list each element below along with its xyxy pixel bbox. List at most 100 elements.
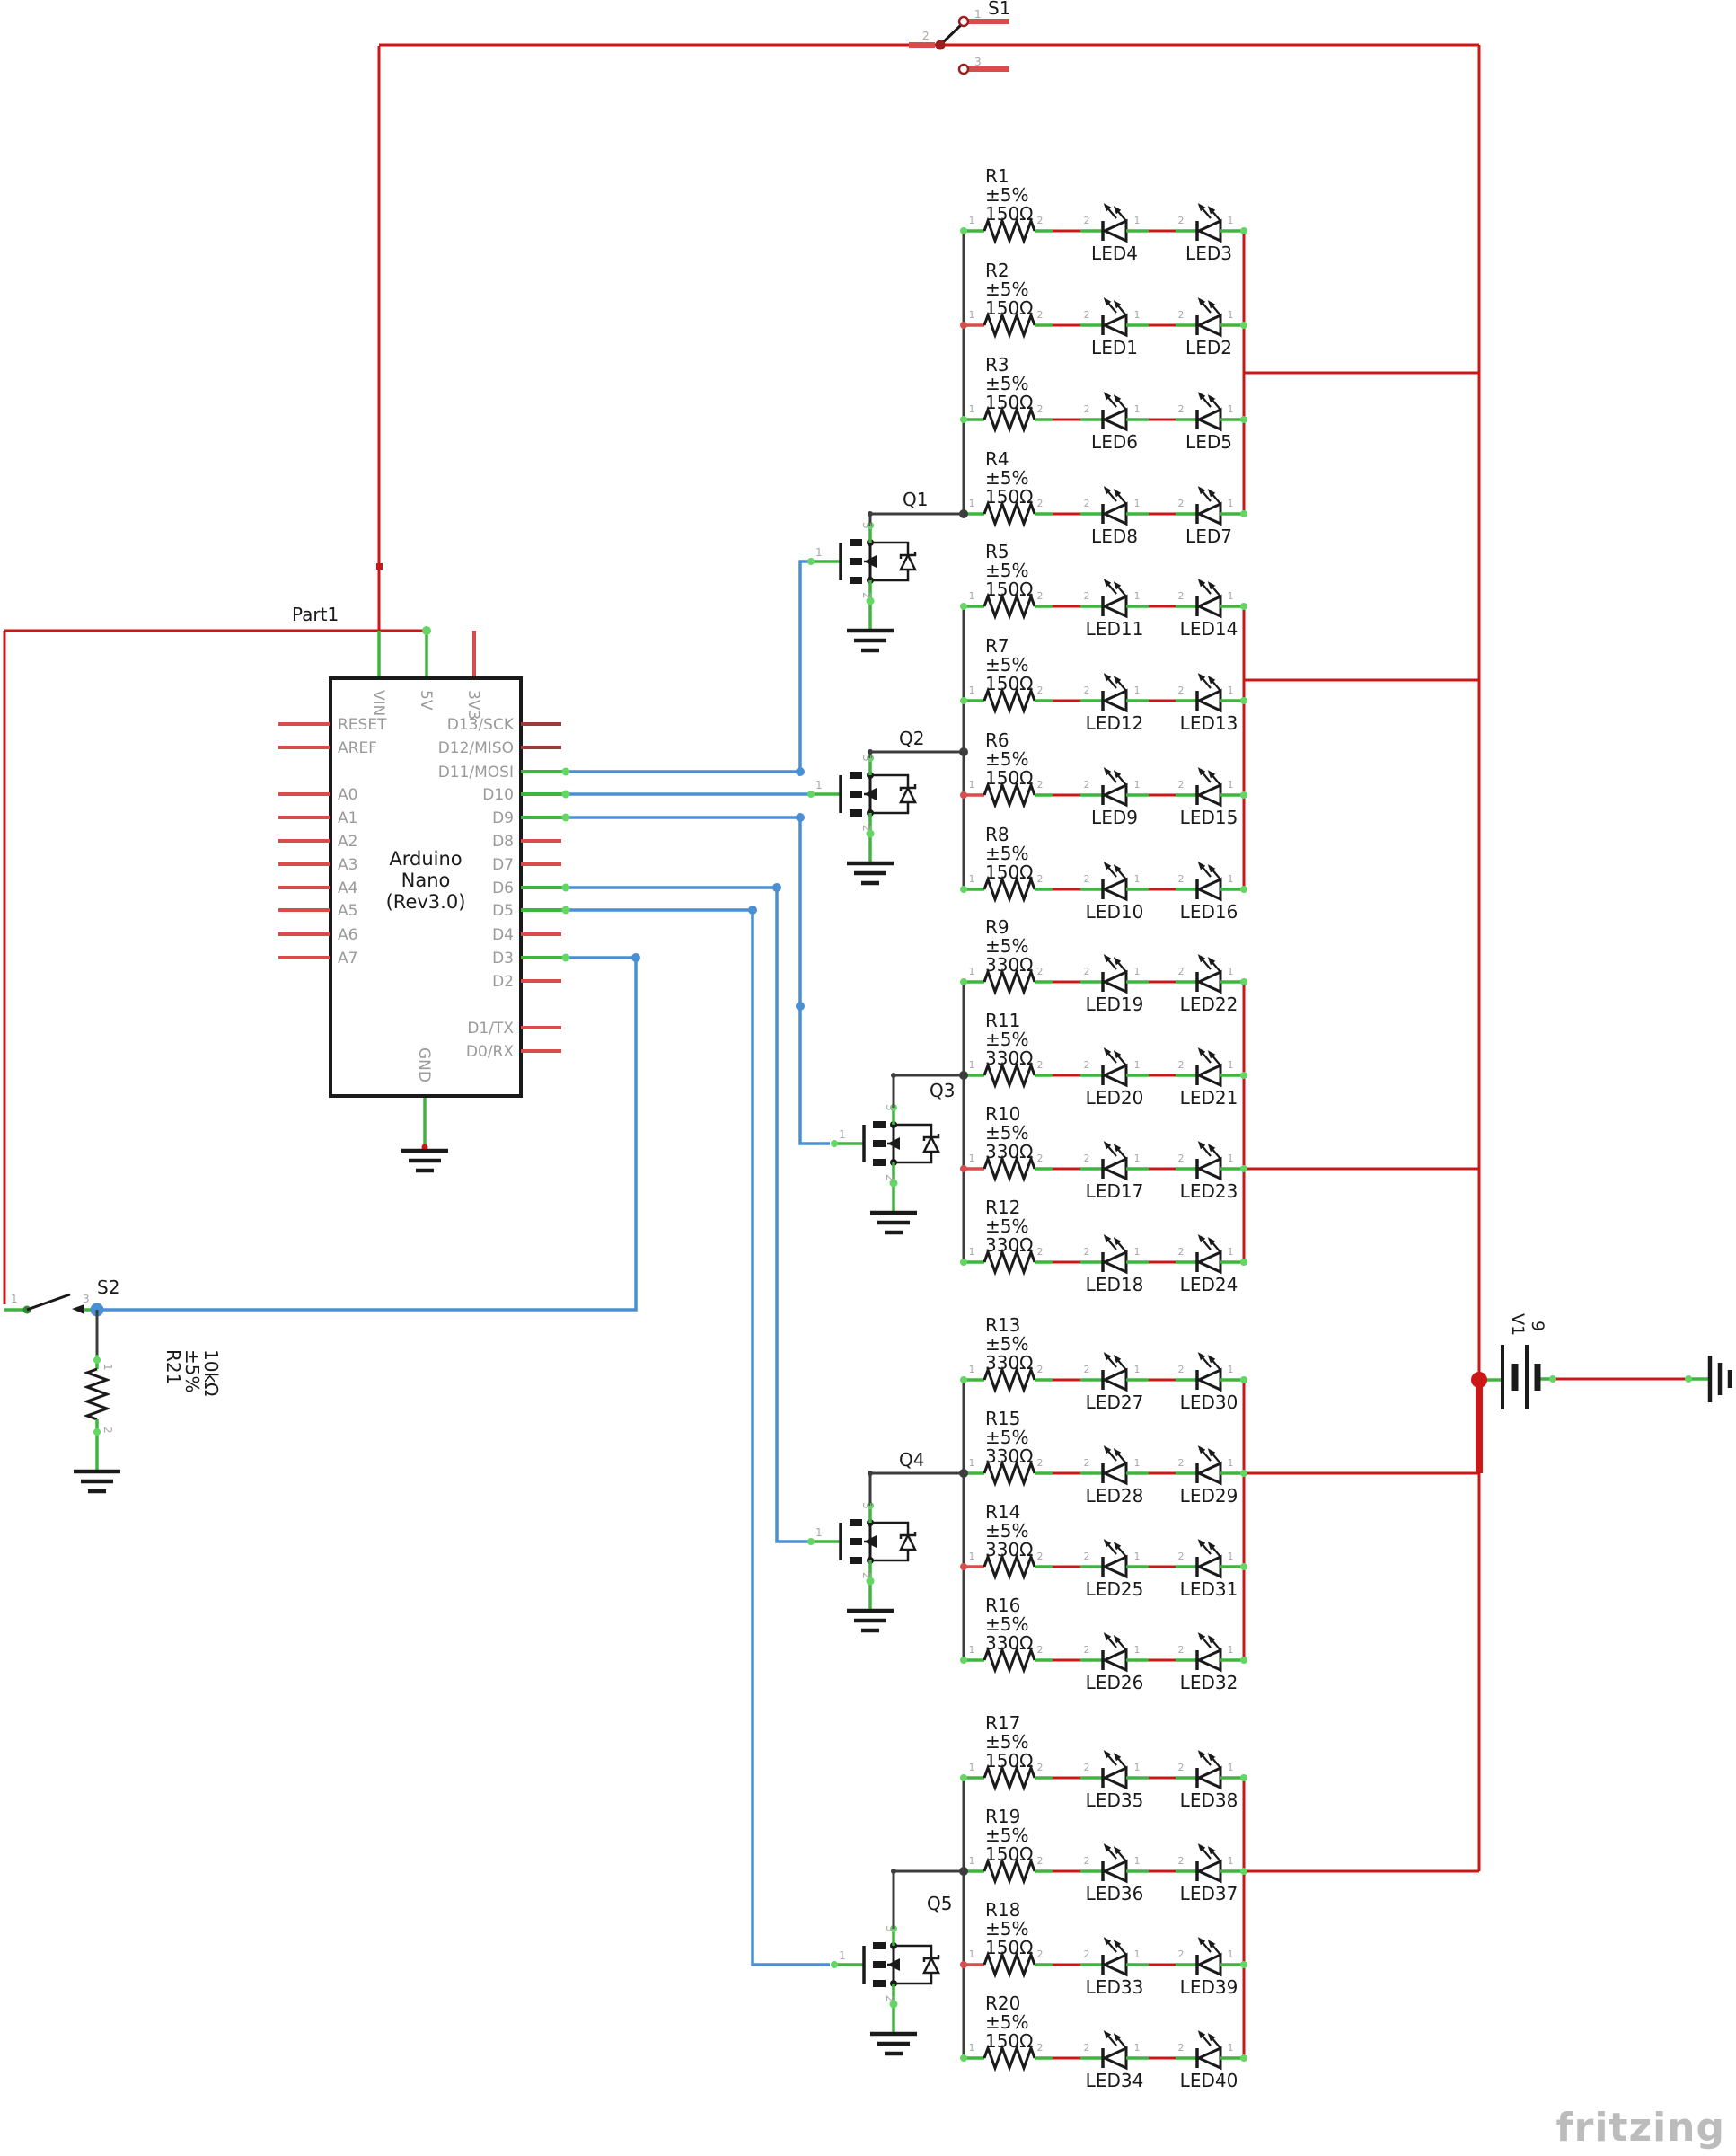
resistor-symbol[interactable] — [983, 1646, 1036, 1674]
wire-blue[interactable] — [103, 956, 638, 1312]
led-triangle — [1195, 1250, 1222, 1275]
bend — [868, 749, 873, 755]
led-arrow-head — [1103, 1750, 1112, 1759]
led-symbol-LED25[interactable] — [1101, 1539, 1128, 1579]
led-symbol-LED31[interactable] — [1195, 1539, 1222, 1579]
ground-symbol-right — [1707, 1356, 1732, 1402]
resistor-symbol[interactable] — [983, 2044, 1036, 2072]
drain-wire[interactable] — [868, 750, 964, 758]
wire-blue[interactable] — [566, 908, 830, 1966]
led-label: LED17 — [1086, 1180, 1144, 1202]
led-symbol-LED11[interactable] — [1101, 579, 1128, 619]
resistor-symbol[interactable] — [983, 592, 1036, 621]
pin-number: 1 — [1228, 779, 1234, 791]
led-symbol-LED26[interactable] — [1101, 1632, 1128, 1673]
led-symbol-LED27[interactable] — [1101, 1352, 1128, 1392]
led-arrow-head — [1197, 673, 1206, 682]
resistor-symbol[interactable] — [983, 781, 1036, 809]
drain-wire[interactable] — [868, 512, 964, 526]
led-symbol-LED22[interactable] — [1195, 954, 1222, 994]
wire-blue[interactable] — [566, 816, 830, 1145]
resistor-symbol[interactable] — [983, 1061, 1036, 1090]
led-symbol-LED18[interactable] — [1101, 1234, 1128, 1275]
junction — [959, 1071, 968, 1080]
switch-label: S1 — [988, 0, 1010, 19]
led-label: LED25 — [1086, 1578, 1144, 1600]
led-symbol-LED23[interactable] — [1195, 1141, 1222, 1181]
pin-number: 1 — [1134, 1948, 1141, 1960]
resistor-symbol[interactable] — [983, 405, 1036, 434]
led-symbol-LED21[interactable] — [1195, 1047, 1222, 1088]
switch-lever[interactable] — [26, 1293, 71, 1312]
resistor-value: 330Ω — [985, 954, 1033, 976]
led-symbol-LED1[interactable] — [1101, 297, 1128, 338]
channel-bar — [873, 1121, 886, 1128]
led-symbol-LED14[interactable] — [1195, 579, 1222, 619]
led-symbol-LED40[interactable] — [1195, 2030, 1222, 2071]
led-symbol-LED37[interactable] — [1195, 1843, 1222, 1884]
led-symbol-LED38[interactable] — [1195, 1750, 1222, 1790]
led-symbol-LED20[interactable] — [1101, 1047, 1128, 1088]
led-symbol-LED5[interactable] — [1195, 392, 1222, 432]
led-symbol-LED17[interactable] — [1101, 1141, 1128, 1181]
led-symbol-LED39[interactable] — [1195, 1937, 1222, 1977]
resistor-symbol[interactable] — [983, 1459, 1036, 1488]
resistor-symbol[interactable] — [983, 311, 1036, 340]
resistor-symbol[interactable] — [983, 1857, 1036, 1886]
blue-bendpoint — [631, 953, 640, 962]
led-symbol-LED29[interactable] — [1195, 1445, 1222, 1486]
led-symbol-LED2[interactable] — [1195, 297, 1222, 338]
led-symbol-LED34[interactable] — [1101, 2030, 1128, 2071]
switch-lever[interactable] — [938, 22, 964, 47]
led-symbol-LED13[interactable] — [1195, 673, 1222, 713]
led-symbol-LED32[interactable] — [1195, 1632, 1222, 1673]
resistor-symbol[interactable] — [983, 216, 1036, 245]
resistor-symbol[interactable] — [983, 1950, 1036, 1979]
resistor-symbol[interactable] — [83, 1367, 111, 1421]
led-symbol-LED10[interactable] — [1101, 862, 1128, 902]
led-symbol-LED16[interactable] — [1195, 862, 1222, 902]
led-symbol-LED19[interactable] — [1101, 954, 1128, 994]
switch-contact[interactable] — [957, 63, 970, 75]
pin-number: 1 — [969, 403, 975, 415]
led-arrow-head — [1197, 1352, 1206, 1361]
resistor-symbol[interactable] — [983, 686, 1036, 715]
led-symbol-LED24[interactable] — [1195, 1234, 1222, 1275]
resistor-symbol[interactable] — [983, 875, 1036, 904]
switch-contact[interactable] — [957, 15, 970, 28]
led-symbol-LED15[interactable] — [1195, 767, 1222, 808]
drain-wire[interactable] — [868, 1471, 964, 1506]
resistor-symbol[interactable] — [983, 968, 1036, 996]
led-symbol-LED33[interactable] — [1101, 1937, 1128, 1977]
led-symbol-LED8[interactable] — [1101, 486, 1128, 526]
resistor-symbol[interactable] — [983, 1248, 1036, 1277]
led-symbol-LED35[interactable] — [1101, 1750, 1128, 1790]
resistor-symbol[interactable] — [983, 1552, 1036, 1581]
resistor-symbol[interactable] — [983, 499, 1036, 528]
led-symbol-LED3[interactable] — [1195, 203, 1222, 243]
led-symbol-LED4[interactable] — [1101, 203, 1128, 243]
resistor-symbol[interactable] — [983, 1763, 1036, 1792]
led-symbol-LED36[interactable] — [1101, 1843, 1128, 1884]
led-symbol-LED7[interactable] — [1195, 486, 1222, 526]
led-symbol-LED28[interactable] — [1101, 1445, 1128, 1486]
resistor-symbol[interactable] — [983, 1365, 1036, 1394]
led-symbol-LED9[interactable] — [1101, 767, 1128, 808]
resistor-symbol[interactable] — [983, 1154, 1036, 1183]
wire-blue[interactable] — [566, 560, 810, 773]
led-symbol-LED30[interactable] — [1195, 1352, 1222, 1392]
arduino-nano[interactable]: ArduinoNano(Rev3.0)RESETAREFA0A1A2A3A4A5… — [278, 676, 570, 1173]
led-symbol-LED12[interactable] — [1101, 673, 1128, 713]
wire-blue[interactable] — [566, 886, 810, 1543]
led-symbol-LED6[interactable] — [1101, 392, 1128, 432]
